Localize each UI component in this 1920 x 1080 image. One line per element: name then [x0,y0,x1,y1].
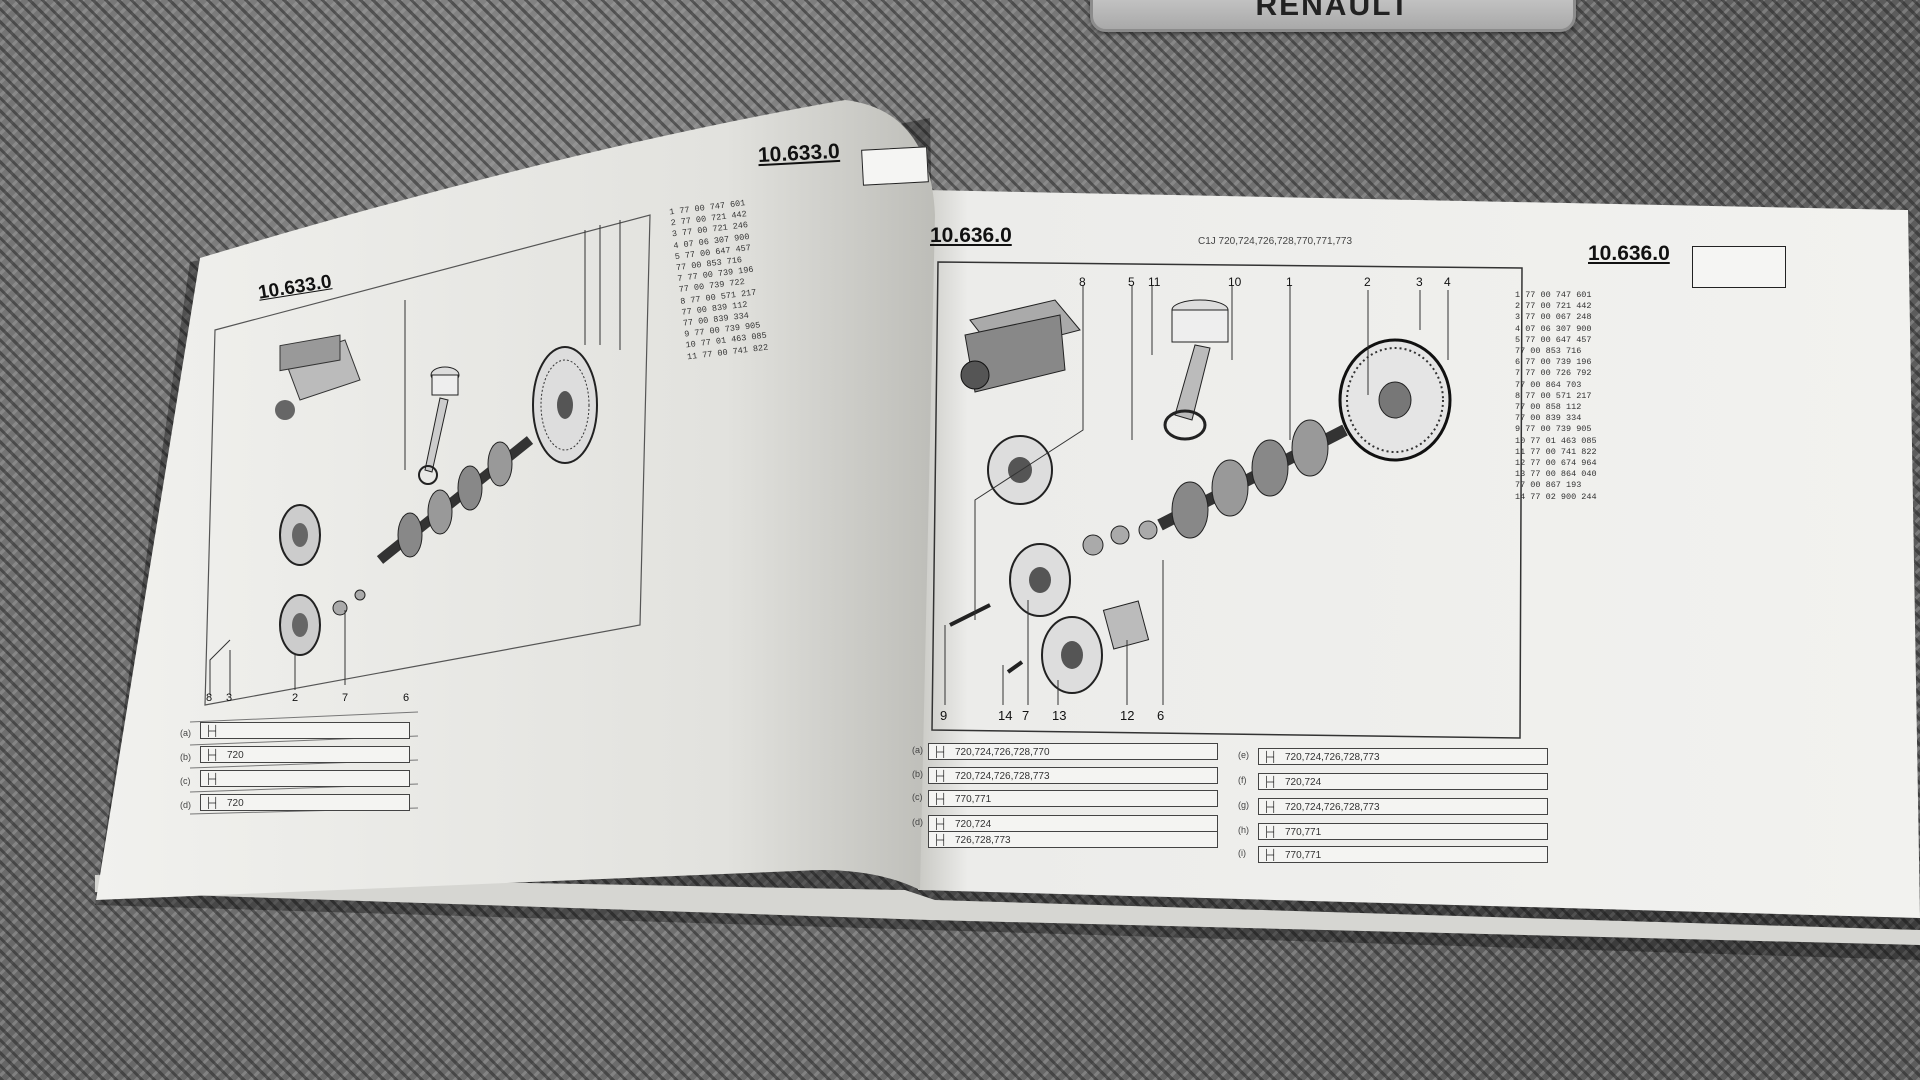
pulleys-right [949,435,1158,694]
crankshaft [376,436,534,564]
right-page-content [931,261,1523,739]
callout-number: 3 [226,692,233,704]
legend-tag: (b) [180,752,191,762]
part-list-row: 9 77 00 739 905 [1515,424,1592,435]
callout-number: 8 [1079,275,1086,289]
page-stack-edge [95,875,1920,945]
legend-entry: 770,771 [1258,846,1548,864]
part-list-row: 7 77 00 726 792 [1515,368,1592,379]
engine-block-thumbnail [275,334,361,420]
legend-entry: 720,724,726,728,773 [1258,798,1548,816]
legend-entry [200,722,410,740]
legend-tag: (a) [912,745,923,755]
piston-conrod [1163,299,1229,441]
flywheel [532,346,598,464]
part-list-row: 14 77 02 900 244 [1515,491,1597,502]
callout-number: 7 [1022,708,1030,723]
callout-number: 9 [940,708,948,723]
right-page-number: 10.636.0 [930,224,1012,247]
brand-plate: RENAULT [1090,0,1576,32]
part-list-row: 13 77 00 864 040 [1515,469,1597,480]
legend-entry: 726,728,773 [928,831,1218,849]
legend-entry: 720,724,726,728,773 [1258,748,1548,766]
legend-entry: 770,771 [928,790,1218,808]
legend-entry: 720,724,726,728,770 [928,743,1218,761]
legend-tag: (a) [180,728,191,738]
legend-entry: 720,724 [928,815,1218,833]
pulleys [279,504,366,656]
legend-tag: (b) [912,769,923,779]
part-list-row: 77 00 853 716 [1515,346,1582,357]
callout-number: 1 [1286,275,1293,289]
engine-block-thumbnail-right [960,299,1081,393]
callout-number: 3 [1416,275,1423,289]
legend-tag: (d) [912,817,923,827]
callout-number: 4 [1444,275,1451,289]
part-list-row: 12 77 00 674 964 [1515,458,1597,469]
brand-plate-text: RENAULT [1255,0,1411,22]
legend-entry: 770,771 [1258,823,1548,841]
legend-tag: (f) [1238,775,1247,785]
legend-entry: 720 [200,746,410,764]
callout-number: 13 [1052,708,1067,723]
part-list-row: 77 00 864 703 [1515,379,1582,390]
part-list-row: 5 77 00 647 457 [1515,334,1592,345]
callout-number: 6 [403,692,410,704]
part-list-row: 77 00 867 193 [1515,480,1582,491]
callout-number: 14 [998,708,1013,723]
legend-entry: 720 [200,794,410,812]
part-list-row: 1 77 00 747 601 [1515,290,1592,300]
part-list-row: 6 77 00 739 196 [1515,357,1592,368]
left-page [96,100,935,900]
part-list-row: 4 07 06 307 900 [1515,323,1592,334]
left-page-icon [861,146,929,186]
crankshaft-right [1157,419,1348,539]
callout-number: 7 [342,692,349,704]
part-list-row: 8 77 00 571 217 [1515,390,1592,401]
part-list-row: 77 00 839 334 [1515,413,1582,424]
legend-entry: 720,724,726,728,773 [928,767,1218,785]
callout-number: 12 [1120,708,1135,723]
legend-tag: (e) [1238,750,1249,760]
part-list-row: 2 77 00 721 442 [1515,301,1592,312]
callout-number: 2 [292,692,299,704]
legend-tag: (i) [1238,848,1246,858]
callout-number: 11 [1148,275,1161,289]
part-list-row: 10 77 01 463 085 [1515,435,1597,446]
engine-code-line: C1J 720,724,726,728,770,771,773 [1198,236,1353,247]
callout-number: 10 [1228,275,1242,289]
left-page-number-top: 10.633.0 [757,139,841,168]
flywheel-right [1338,338,1452,462]
right-page-number-right: 10.636.0 [1588,242,1670,265]
callout-number: 2 [1364,275,1371,289]
right-page [918,190,1920,918]
legend-tag: (c) [912,792,923,802]
left-page-content [189,214,651,815]
callout-number: 6 [1157,708,1165,723]
part-list-row: 3 77 00 067 248 [1515,312,1592,323]
piston-rod [418,366,460,485]
callout-number: 8 [206,692,213,704]
legend-tag: (c) [180,776,191,786]
callout-number: 5 [1128,275,1135,289]
legend-entry [200,770,410,788]
legend-tag: (d) [180,800,191,810]
legend-entry: 720,724 [1258,773,1548,791]
part-list-row: 77 00 858 112 [1515,402,1582,413]
part-list-row: 11 77 00 741 822 [1515,446,1597,457]
legend-tag: (g) [1238,800,1249,810]
legend-tag: (h) [1238,825,1249,835]
right-page-icon [1692,246,1786,288]
